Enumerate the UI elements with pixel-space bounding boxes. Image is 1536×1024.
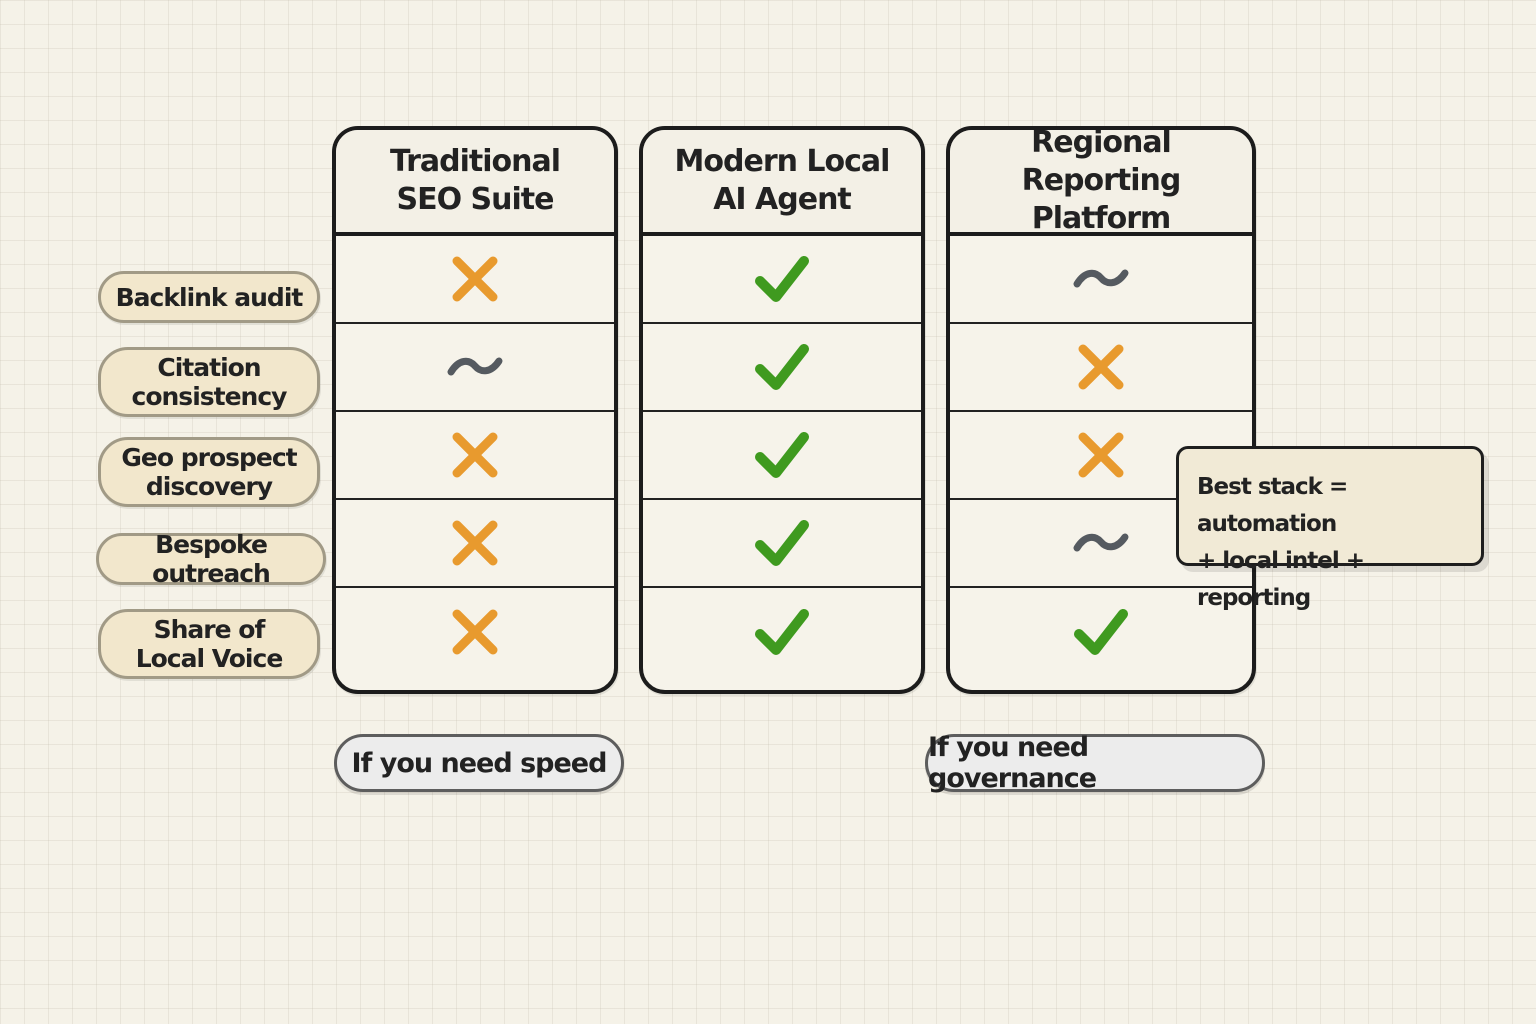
matrix-cell: [336, 324, 614, 412]
tilde-icon: [447, 357, 503, 376]
matrix-cell: [336, 588, 614, 676]
row-label-share-of-local-voice: Share of Local Voice: [98, 609, 320, 679]
check-icon: [755, 520, 809, 566]
column-regional-reporting-platform: Regional Reporting Platform: [946, 126, 1256, 694]
matrix-cell: [950, 324, 1252, 412]
cross-icon: [452, 256, 498, 302]
column-header: Traditional SEO Suite: [336, 130, 614, 236]
cross-icon: [1078, 432, 1124, 478]
governance-pill: If you need governance: [925, 732, 1265, 794]
matrix-cell: [336, 500, 614, 588]
check-icon: [755, 256, 809, 302]
row-label-geo-prospect-discovery: Geo prospect discovery: [98, 437, 320, 507]
speed-pill: If you need speed: [334, 734, 624, 792]
cross-icon: [1078, 344, 1124, 390]
matrix-cell: [950, 588, 1252, 676]
matrix-cell: [336, 412, 614, 500]
best-stack-callout: Best stack = automation + local intel + …: [1176, 446, 1484, 611]
check-icon: [755, 432, 809, 478]
column-header: Modern Local AI Agent: [643, 130, 921, 236]
column-traditional-seo-suite: Traditional SEO Suite: [332, 126, 618, 694]
matrix-cell: [643, 412, 921, 500]
column-modern-local-ai-agent: Modern Local AI Agent: [639, 126, 925, 694]
cross-icon: [452, 609, 498, 655]
row-label-backlink-audit: Backlink audit: [98, 271, 320, 323]
check-icon: [755, 344, 809, 390]
matrix-cell: [643, 324, 921, 412]
tilde-icon: [1073, 533, 1129, 552]
column-header: Regional Reporting Platform: [950, 130, 1252, 236]
check-icon: [1074, 609, 1128, 655]
matrix-cell: [336, 236, 614, 324]
matrix-cell: [950, 236, 1252, 324]
matrix-cell: [643, 500, 921, 588]
matrix-cell: [643, 236, 921, 324]
row-label-bespoke-outreach: Bespoke outreach: [96, 530, 326, 588]
column-title: Modern Local AI Agent: [674, 144, 891, 217]
row-label-citation-consistency: Citation consistency: [98, 347, 320, 417]
matrix-cell: [950, 500, 1252, 588]
cross-icon: [452, 432, 498, 478]
cross-icon: [452, 520, 498, 566]
check-icon: [755, 609, 809, 655]
matrix-cell: [950, 412, 1252, 500]
tilde-icon: [1073, 269, 1129, 288]
matrix-cell: [643, 588, 921, 676]
column-title: Regional Reporting Platform: [1021, 126, 1182, 236]
column-title: Traditional SEO Suite: [389, 144, 561, 217]
